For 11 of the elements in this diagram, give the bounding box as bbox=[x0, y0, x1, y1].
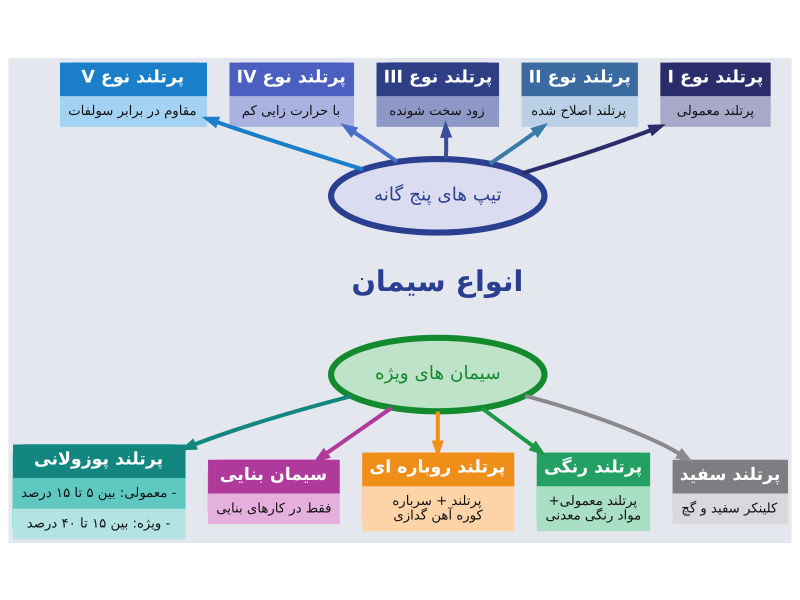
arrow bbox=[488, 122, 548, 165]
arrow bbox=[522, 124, 666, 175]
arrow bbox=[340, 122, 398, 163]
arrow bbox=[524, 393, 694, 462]
arrow bbox=[202, 116, 364, 171]
arrow bbox=[440, 120, 452, 158]
arrow bbox=[313, 406, 393, 462]
node-ellipse: سیمان های ویژه bbox=[328, 334, 548, 414]
label: انواع سیمان bbox=[352, 264, 524, 298]
arrow bbox=[480, 406, 546, 456]
node-ellipse: تیپ های پنج گانه bbox=[328, 156, 548, 236]
